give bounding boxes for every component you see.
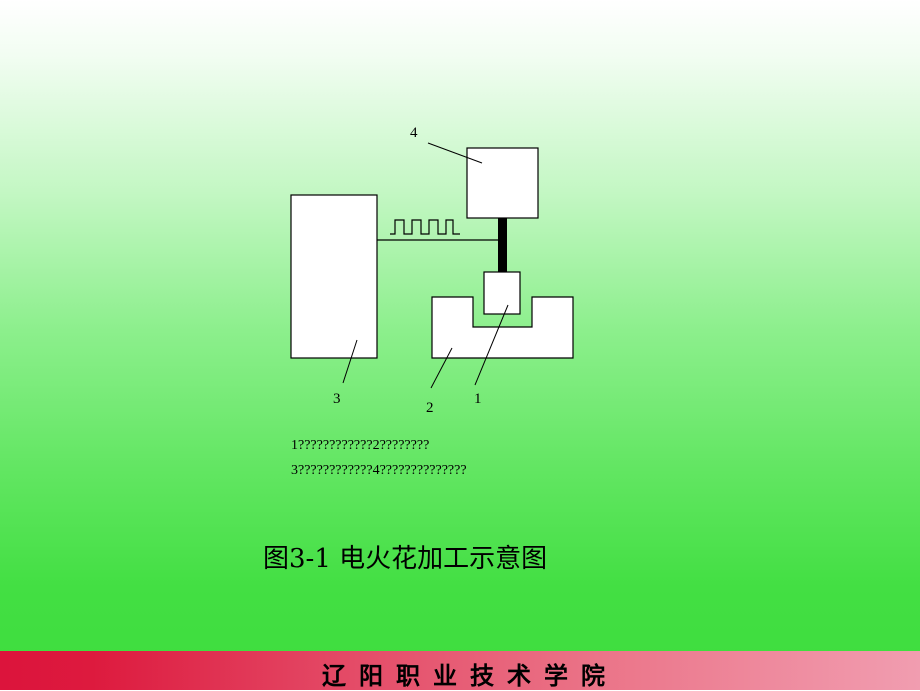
legend-line-2: 3????????????4?????????????? [291,463,467,478]
leader-line-2 [430,347,453,389]
label-4: 4 [410,125,418,141]
leader-line-4 [427,142,483,164]
electrode-shaft [498,218,507,272]
label-2: 2 [426,400,434,416]
workpiece [431,296,574,359]
footer-bar: 辽阳职业技术学院 [0,651,920,690]
label-3: 3 [333,391,341,407]
institution-name: 辽阳职业技术学院 [322,662,618,690]
leader-line-1 [474,304,509,386]
tool-electrode [483,271,521,315]
feed-mechanism-box [466,147,539,219]
label-1: 1 [474,391,482,407]
power-supply-box [290,194,378,359]
legend-line-1: 1????????????2???????? [291,438,430,453]
pulse-waveform [390,219,460,235]
figure-caption: 图3-1 电火花加工示意图 [263,544,548,574]
leader-line-3 [342,339,358,384]
